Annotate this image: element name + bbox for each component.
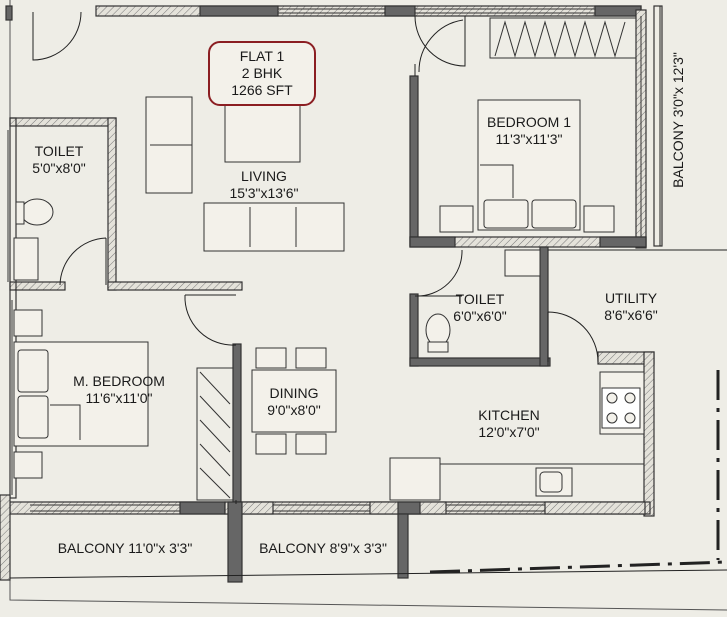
flat-badge: FLAT 1 2 BHK 1266 SFT xyxy=(208,41,316,106)
room-size: 11'3"x11'3" xyxy=(495,131,563,147)
balcony-right: BALCONY 3'0"x 12'3" xyxy=(670,52,686,188)
room-size: 11'6"x11'0" xyxy=(85,390,153,406)
balcony-bottom-right: BALCONY 8'9"x 3'3" xyxy=(246,540,400,557)
furniture xyxy=(13,17,645,501)
balcony-rails xyxy=(9,6,727,579)
room-size: 9'0"x8'0" xyxy=(267,402,321,418)
room-name: KITCHEN xyxy=(478,407,540,423)
room-dining: DINING 9'0"x8'0" xyxy=(252,385,336,419)
room-size: 15'3"x13'6" xyxy=(229,185,299,201)
coffee-table xyxy=(224,103,301,163)
balcony-label: BALCONY 11'0"x 3'3" xyxy=(57,540,193,556)
room-utility: UTILITY 8'6"x6'6" xyxy=(590,290,672,324)
dining-table xyxy=(251,369,337,433)
room-name: TOILET xyxy=(34,143,84,159)
basin-left xyxy=(13,237,39,281)
flat-area: 1266 SFT xyxy=(231,82,293,98)
windows xyxy=(7,8,642,512)
wc-left xyxy=(20,198,54,226)
room-master-bedroom: M. BEDROOM 11'6"x11'0" xyxy=(58,373,180,407)
room-name: M. BEDROOM xyxy=(73,373,165,389)
room-name: DINING xyxy=(269,385,319,401)
room-size: 8'6"x6'6" xyxy=(604,307,658,323)
room-toilet-center: TOILET 6'0"x6'0" xyxy=(440,291,520,325)
room-name: BEDROOM 1 xyxy=(486,114,571,130)
room-living: LIVING 15'3"x13'6" xyxy=(200,168,328,202)
flat-name: FLAT 1 xyxy=(239,48,285,64)
room-name: UTILITY xyxy=(604,290,658,306)
wardrobe xyxy=(489,17,637,59)
room-size: 6'0"x6'0" xyxy=(453,308,507,324)
room-name: LIVING xyxy=(241,168,287,184)
room-size: 5'0"x8'0" xyxy=(32,160,86,176)
sofa-bottom xyxy=(203,202,345,252)
room-bedroom1: BEDROOM 1 11'3"x11'3" xyxy=(478,114,580,148)
basin-center xyxy=(504,249,541,277)
doors xyxy=(32,11,599,504)
fridge xyxy=(389,457,441,501)
flat-type: 2 BHK xyxy=(241,65,283,81)
room-name: TOILET xyxy=(455,291,505,307)
balcony-bottom-left: BALCONY 11'0"x 3'3" xyxy=(40,540,210,557)
stove xyxy=(601,387,641,429)
room-size: 12'0"x7'0" xyxy=(478,424,540,440)
room-toilet-left: TOILET 5'0"x8'0" xyxy=(18,143,100,177)
wardrobe-master xyxy=(196,367,234,501)
room-kitchen: KITCHEN 12'0"x7'0" xyxy=(464,407,554,441)
balcony-label: BALCONY 8'9"x 3'3" xyxy=(259,540,387,556)
